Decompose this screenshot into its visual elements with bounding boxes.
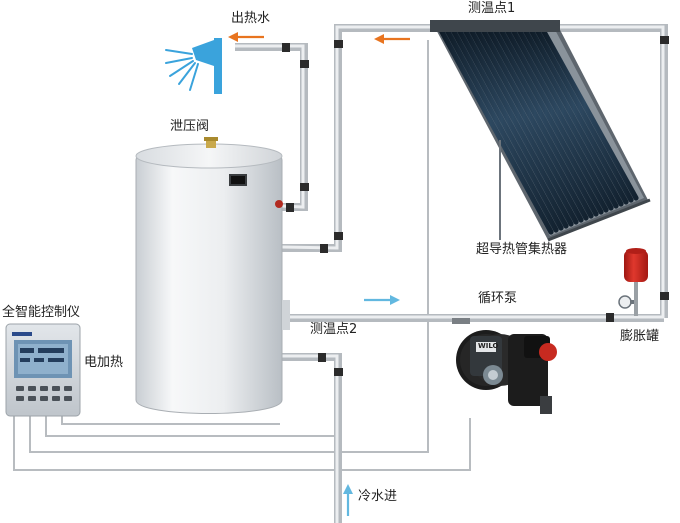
hot-arrow-collector [374,34,410,44]
cold-arrow-flow [364,295,400,305]
pipes [235,24,668,523]
label-expansion-tank: 膨胀罐 [620,329,660,344]
flow-arrows [228,32,410,516]
water-tank [135,143,290,414]
valve-icon [204,137,218,148]
tank-connections [275,200,283,208]
control-wires [13,40,471,471]
label-temp-point-1: 测温点1 [468,1,516,16]
label-controller: 全智能控制仪 [2,305,81,320]
label-electric-heating: 电加热 [84,355,124,370]
label-temp-point-2: 测温点2 [310,322,358,337]
wire-controller-temp-point-2 [45,414,338,437]
pump-icon [452,318,557,414]
collector [430,20,651,242]
label-pressure-relief-valve: 泄压阀 [170,119,210,134]
shower-icon [165,38,222,94]
controller-icon [5,323,81,417]
tank-icon [618,248,648,316]
collector-tubes [438,27,639,235]
pump-brand-logo: WILO [478,342,499,350]
hot-arrow-shower [228,32,264,42]
wire-controller-temp-point-1 [29,40,429,453]
label-pump: 循环泵 [478,291,518,306]
cold-arrow-inlet [343,484,353,516]
wire-controller-pump [13,414,471,471]
label-cold-water-in: 冷水进 [358,489,398,504]
collector-header [430,20,560,32]
wire-controller-heater [61,414,280,425]
pipe-fittings [282,36,669,376]
label-collector: 超导热管集热器 [476,242,568,257]
label-hot-water-out: 出热水 [231,11,271,26]
